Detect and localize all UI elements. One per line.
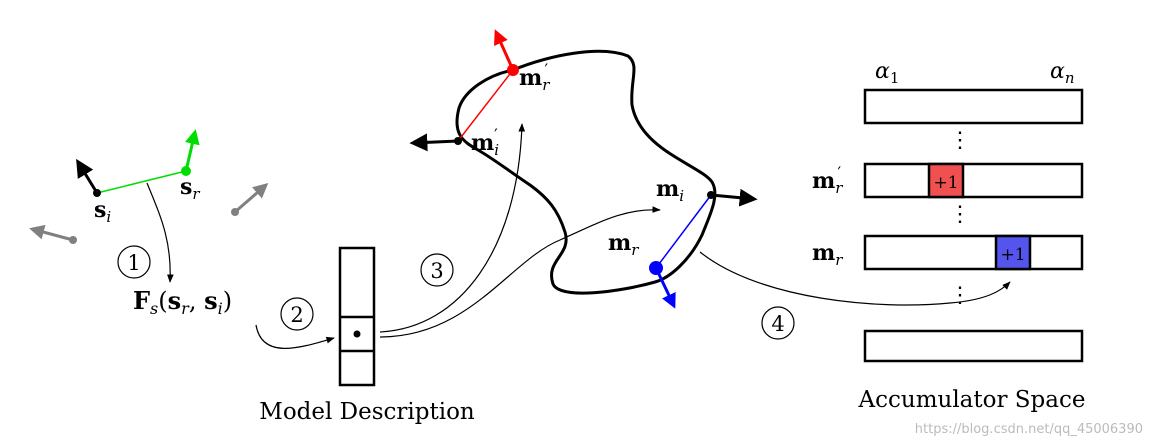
point-m-r-prime [507, 64, 519, 76]
scene-point-pair: si sr [29, 129, 269, 244]
accumulator-space-caption: Accumulator Space [858, 387, 1086, 413]
step-3-arrow-up [379, 123, 526, 333]
accumulator-space: α1 αn ⋮ +1 mr′ ⋮ +1 mr ⋮ [812, 59, 1084, 363]
accumulator-row-top [863, 88, 1084, 125]
point-s-i [93, 189, 101, 197]
normal-s-r-arrow [184, 129, 200, 172]
label-s-r: sr [180, 174, 200, 203]
normal-m-r-arrow [654, 267, 676, 309]
row-label-m-r-prime: mr′ [812, 163, 843, 197]
model-point-pair [649, 188, 758, 309]
label-m-r-prime: mr′ [519, 60, 550, 94]
point-m-r [649, 261, 663, 275]
gray-normal-arrow-2 [234, 183, 269, 214]
red-connector-line [457, 69, 514, 142]
step-4-arrow [699, 251, 1011, 306]
row-label-m-r: mr [812, 240, 843, 269]
blue-connector-line [655, 194, 712, 269]
svg-text:1: 1 [127, 251, 140, 275]
point-m-i [707, 191, 715, 199]
hash-table-entry-dot [353, 330, 361, 338]
model-point-pair-prime [409, 29, 519, 152]
svg-text:4: 4 [771, 312, 784, 336]
normal-s-i-arrow [76, 158, 99, 194]
model-description-table [338, 246, 376, 387]
vertical-ellipsis-2: ⋮ [949, 202, 971, 227]
normal-m-r-prime-arrow [494, 29, 515, 71]
pair-connector-line [96, 170, 187, 194]
point-s-r [181, 166, 191, 176]
svg-text:3: 3 [430, 259, 443, 283]
label-m-r: mr [608, 230, 639, 259]
vote-label-blue: +1 [1000, 245, 1025, 265]
watermark: https://blog.csdn.net/qq_45006390 [915, 422, 1143, 437]
gray-point-1 [69, 236, 77, 244]
vote-label-red: +1 [933, 173, 958, 193]
step-4-marker: 4 [761, 306, 795, 340]
label-s-i: si [94, 197, 111, 226]
label-m-i: mi [656, 176, 684, 205]
step-1-arrow [146, 182, 174, 283]
step-3-arrow-right [379, 206, 661, 338]
object-model-outline [455, 49, 717, 295]
step-2-marker: 2 [280, 297, 314, 331]
feature-label: Fs(sr, si) [133, 286, 232, 318]
vote-cell-red [927, 162, 965, 199]
gray-normal-arrow-1 [29, 224, 74, 242]
step-1-marker: 1 [117, 245, 151, 279]
step-3-marker: 3 [420, 253, 454, 287]
normal-m-i-arrow [710, 188, 758, 207]
label-m-i-prime: mi′ [471, 125, 499, 159]
label-alpha-n: αn [1050, 59, 1075, 87]
vertical-ellipsis-3: ⋮ [949, 283, 971, 308]
vertical-ellipsis-1: ⋮ [949, 128, 971, 153]
label-alpha-1: α1 [875, 59, 899, 87]
normal-m-i-prime-arrow [409, 133, 459, 152]
vote-cell-blue [994, 234, 1032, 271]
gray-point-2 [231, 208, 239, 216]
model-description-caption: Model Description [259, 399, 475, 425]
accumulator-row-m-r [863, 234, 1084, 271]
accumulator-row-m-r-prime [863, 162, 1084, 199]
step-2-arrow [255, 324, 335, 349]
point-m-i-prime [454, 137, 462, 145]
accumulator-row-bottom [863, 329, 1084, 363]
svg-text:2: 2 [290, 303, 303, 327]
